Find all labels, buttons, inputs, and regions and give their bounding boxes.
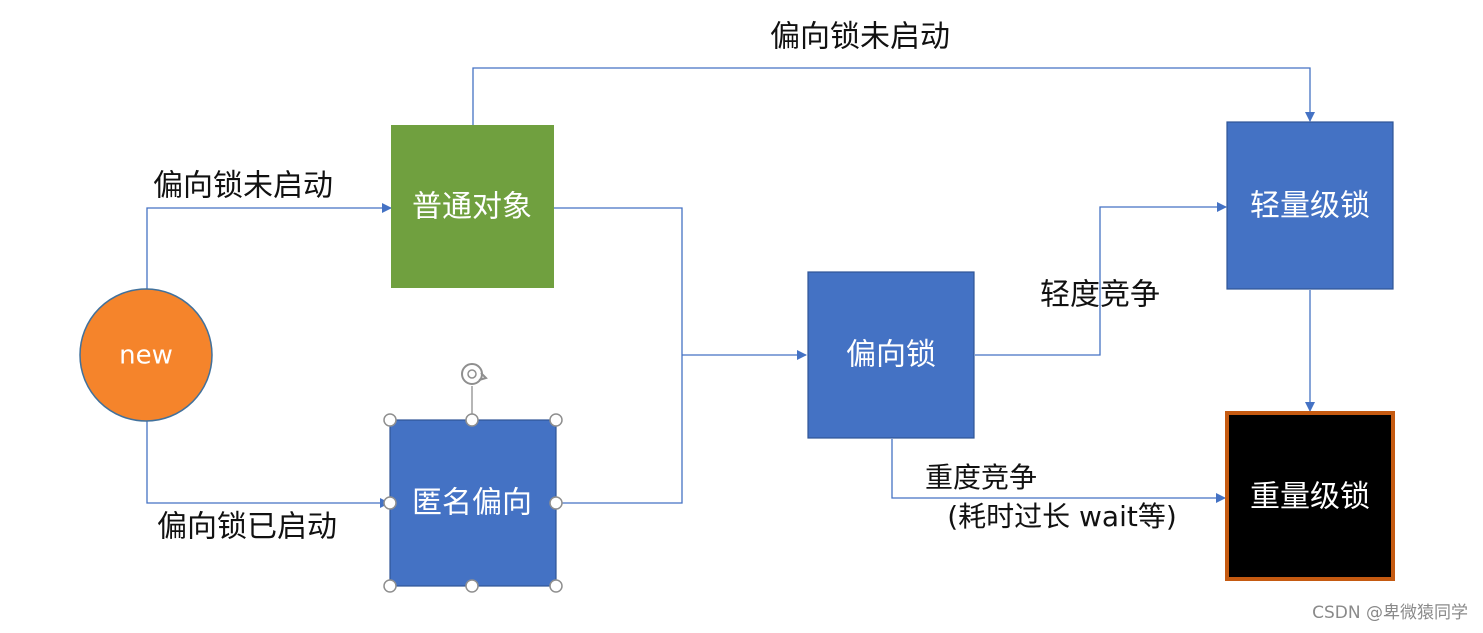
node-lightweight-lock[interactable]: 轻量级锁 — [1226, 121, 1394, 290]
edge-new-to-normal — [146, 203, 392, 289]
handle-middle-right[interactable] — [549, 496, 563, 510]
handle-bottom-left[interactable] — [383, 579, 397, 593]
label-heavy-contention: 重度竞争 — [925, 461, 1037, 494]
node-biased-lock-label: 偏向锁 — [846, 338, 936, 373]
label-light-contention: 轻度竞争 — [1040, 278, 1160, 313]
biased-lock-box — [807, 271, 975, 439]
label-left-disabled: 偏向锁未启动 — [153, 169, 333, 204]
node-lightweight-lock-label: 轻量级锁 — [1250, 189, 1370, 224]
label-heavy-contention-detail: (耗时过长 wait等) — [947, 500, 1177, 533]
edge-normal-to-merge — [554, 207, 683, 355]
handle-top-right[interactable] — [549, 413, 563, 427]
node-new-label: new — [119, 341, 173, 371]
handle-top-middle[interactable] — [465, 413, 479, 427]
normal-object-box — [391, 125, 554, 288]
edge-new-to-anonymous — [146, 421, 390, 508]
heavyweight-lock-box — [1225, 411, 1395, 581]
node-new[interactable]: new — [79, 288, 213, 422]
handle-bottom-right[interactable] — [549, 579, 563, 593]
label-top-disabled: 偏向锁未启动 — [770, 20, 950, 55]
watermark-text: CSDN @卑微猿同学 — [1312, 603, 1468, 623]
edge-anonymous-to-merge — [556, 355, 683, 504]
node-biased-lock[interactable]: 偏向锁 — [807, 271, 975, 439]
edge-biased-to-heavyweight — [891, 439, 1226, 503]
new-circle — [79, 288, 213, 422]
edge-normal-to-lightweight — [472, 67, 1315, 125]
node-heavyweight-lock-label: 重量级锁 — [1250, 480, 1370, 515]
rotate-icon[interactable] — [461, 363, 488, 385]
node-normal-object[interactable]: 普通对象 — [391, 125, 554, 288]
node-heavyweight-lock[interactable]: 重量级锁 — [1225, 411, 1395, 581]
label-left-enabled: 偏向锁已启动 — [157, 510, 337, 545]
node-anonymous-biased[interactable]: 匿名偏向 — [389, 419, 557, 587]
node-anonymous-biased-label: 匿名偏向 — [412, 486, 532, 521]
selection-handles[interactable] — [383, 363, 563, 593]
handle-bottom-middle[interactable] — [465, 579, 479, 593]
handle-top-left[interactable] — [383, 413, 397, 427]
handle-middle-left[interactable] — [383, 496, 397, 510]
edge-biased-to-lightweight — [975, 202, 1227, 356]
node-normal-object-label: 普通对象 — [412, 190, 532, 225]
lightweight-lock-box — [1226, 121, 1394, 290]
